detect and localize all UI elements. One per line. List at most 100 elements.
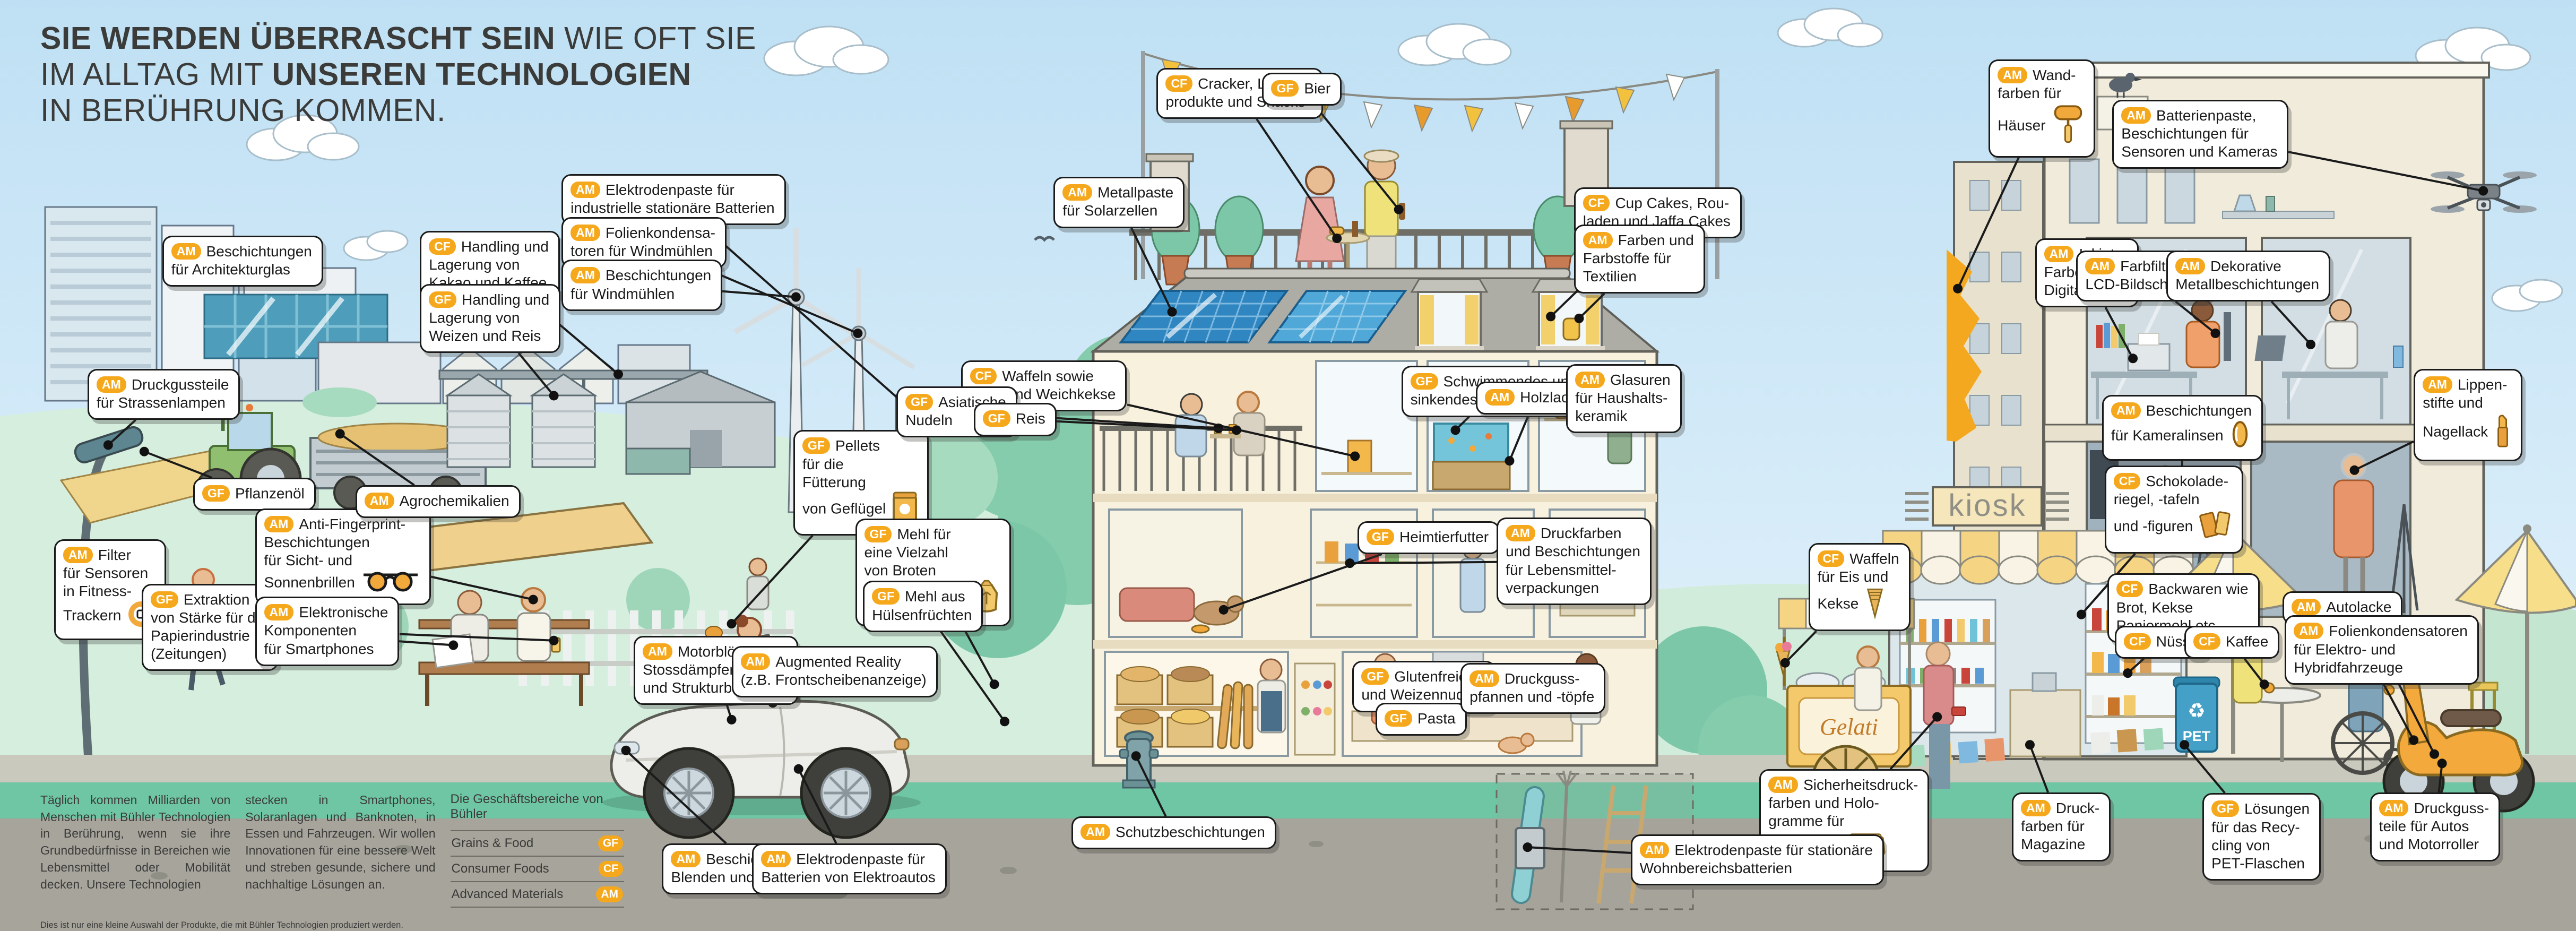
badge-am: AM (1639, 841, 1670, 858)
headline-line1: SIE WERDEN ÜBERRASCHT SEIN WIE OFT SIE (40, 20, 756, 56)
badge-cf: CF (2116, 581, 2143, 598)
badge-am: AM (63, 546, 93, 563)
badge-am: AM (97, 376, 126, 393)
legend-label: Advanced Materials (451, 887, 564, 901)
badge-gf: GF (429, 291, 457, 308)
legend-title: Die Geschäftsbereiche von Bühler (450, 792, 603, 821)
feed-bag-icon (892, 492, 918, 528)
baguettes (1217, 681, 1254, 749)
business-unit-legend: Die Geschäftsbereiche von Bühler Grains … (450, 792, 624, 908)
callout-text: Filter für Sensoren in Fitness- Trackern (63, 546, 149, 624)
callout-text: Kaffee (2225, 633, 2269, 650)
badge-gf: GF (1361, 668, 1389, 685)
scooter-seat (2440, 709, 2502, 727)
callout-text: Extraktion von Stärke für die Papierindu… (150, 591, 267, 662)
callout-text: Mehl aus Hülsenfrüchten (872, 588, 972, 623)
badge-am: AM (2085, 257, 2115, 274)
callout-text: Elektrodenpaste für industrielle station… (570, 181, 775, 217)
clouds (246, 7, 2563, 312)
callout-text: Schutzbeschichtungen (1116, 824, 1265, 841)
badge-am: AM (2020, 799, 2051, 816)
rake (1560, 786, 1568, 903)
callout-text: Druckguss- teile für Autos und Motorroll… (2379, 799, 2489, 852)
cafe-chair (2468, 682, 2499, 691)
badge-am: AM (1583, 231, 1613, 248)
badge-am: AM (1575, 371, 1605, 388)
callout-text: Agrochemikalien (399, 492, 509, 509)
callout-text: Elektrodenpaste für stationäre Wohnberei… (1639, 841, 1873, 876)
legend-label: Consumer Foods (451, 861, 549, 876)
lcd-monitor (2224, 312, 2231, 361)
badge-am: AM (264, 604, 294, 621)
badge-cf: CF (429, 238, 456, 255)
badge-am: AM (2121, 107, 2151, 124)
callout-text: Druckguss- pfannen und -töpfe (1469, 670, 1595, 705)
badge-cf: CF (598, 861, 623, 877)
badge-am: AM (264, 515, 294, 532)
badge-am: AM (2175, 257, 2205, 274)
pet-food-bowl (1191, 624, 1210, 634)
callout-text: Heimtierfutter (1399, 529, 1489, 546)
badge-am: AM (570, 224, 600, 241)
badge-am: AM (2291, 598, 2321, 615)
headline-line3: IN BERÜHRUNG KOMMEN. (40, 93, 446, 128)
callout-text: Augmented Reality (z.B. Frontscheibenanz… (740, 653, 927, 688)
headline-bold-1: SIE WERDEN ÜBERRASCHT SEIN (40, 21, 556, 56)
callout-text: Pflanzenöl (235, 485, 305, 502)
road (0, 818, 2576, 931)
wallet (1951, 706, 1966, 716)
badge-am: AM (2379, 799, 2409, 816)
callout-text: Dekorative Metallbeschichtungen (2175, 257, 2320, 292)
badge-am: AM (761, 851, 791, 868)
badge-am: AM (1062, 184, 1093, 201)
callout-heimtierfutter: GF Heimtierfutter (1358, 521, 1500, 555)
callout-text: Glasuren für Haushalts- keramik (1575, 371, 1671, 425)
sunglasses-icon (361, 570, 420, 597)
headline: SIE WERDEN ÜBERRASCHT SEIN WIE OFT SIE I… (40, 20, 756, 128)
footnote: Dies ist nur eine kleine Auswahl der Pro… (40, 920, 403, 930)
headline-rest-1: WIE OFT SIE (555, 21, 756, 56)
callout-text: Batterienpaste, Beschichtungen für Senso… (2121, 107, 2278, 160)
badge-am: AM (1469, 670, 1499, 687)
headline-pre-2: IM ALLTAG MIT (40, 57, 272, 92)
lipstick-icon (2494, 412, 2511, 453)
legend-row-consumer-foods: Consumer Foods CF (450, 856, 624, 881)
badge-gf: GF (905, 393, 933, 410)
badge-gf: GF (1367, 529, 1394, 546)
kiosk-bottles (1906, 619, 1990, 684)
headline-line2: IM ALLTAG MIT UNSEREN TECHNOLOGIEN (40, 56, 756, 92)
callout-text: Lippen- stifte und Nagellack (2423, 376, 2508, 440)
grass-verge (0, 782, 2576, 818)
badge-gf: GF (1271, 80, 1299, 97)
badge-am: AM (1768, 776, 1799, 793)
gelati-sign: Gelati (1820, 714, 1878, 740)
callout-text: Waffeln sowie Hart- und Weichkekse (970, 367, 1116, 402)
ice-cone-icon (1865, 586, 1885, 623)
badge-cf: CF (2124, 633, 2151, 650)
badge-am: AM (1485, 389, 1515, 406)
intro-column-2: stecken in Smartphones, Solaranlagen und… (245, 793, 436, 891)
badge-cf: CF (1817, 550, 1845, 567)
legend-row-grains-food: Grains & Food GF (450, 830, 624, 856)
